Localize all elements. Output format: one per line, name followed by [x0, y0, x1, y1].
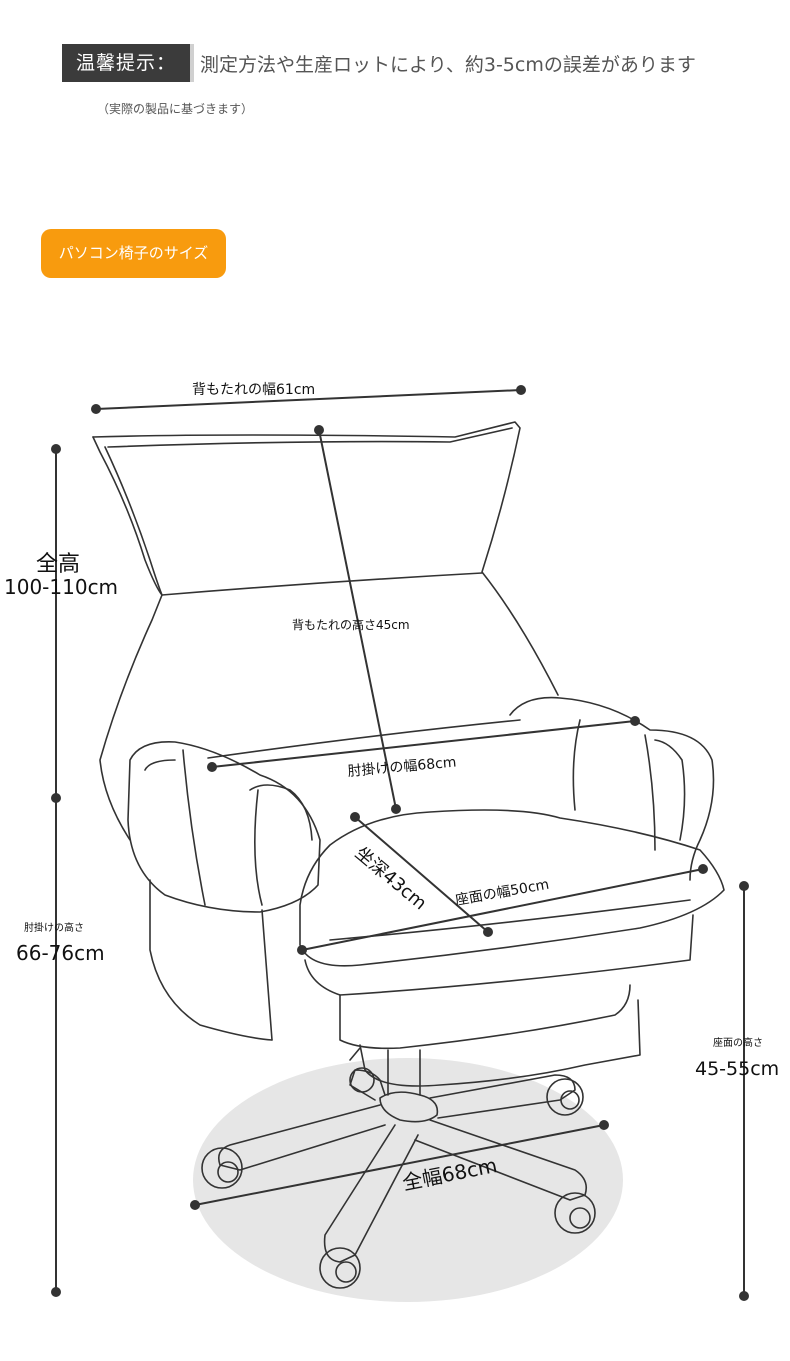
seat-height-value: 45-55cm — [695, 1058, 779, 1080]
armrest-height-value: 66-76cm — [16, 941, 105, 965]
seat-height-label: 座面の高さ — [713, 1036, 763, 1049]
seat-depth-label: 坐深43cm — [351, 843, 431, 915]
notice-text: 測定方法や生産ロットにより、約3-5cmの誤差があります — [200, 54, 696, 76]
backrest-width-label: 背もたれの幅61cm — [192, 382, 315, 398]
floor-shadow — [193, 1058, 623, 1302]
chair-outline — [92, 421, 725, 1289]
dimension-lines — [51, 385, 749, 1301]
armrest-width-label: 肘掛けの幅68cm — [347, 755, 457, 780]
section-label: パソコン椅子のサイズ — [41, 229, 226, 278]
total-height-value: 100-110cm — [4, 575, 118, 599]
armrest-height-label: 肘掛けの高さ — [24, 921, 84, 934]
seat-width-label: 座面の幅50cm — [454, 877, 550, 909]
notice-subtext: （実際の製品に基づきます） — [97, 102, 254, 116]
backrest-height-label: 背もたれの高さ45cm — [292, 617, 410, 632]
notice-tag: 温馨提示： — [62, 44, 194, 82]
total-height-label: 全高 — [36, 552, 80, 577]
